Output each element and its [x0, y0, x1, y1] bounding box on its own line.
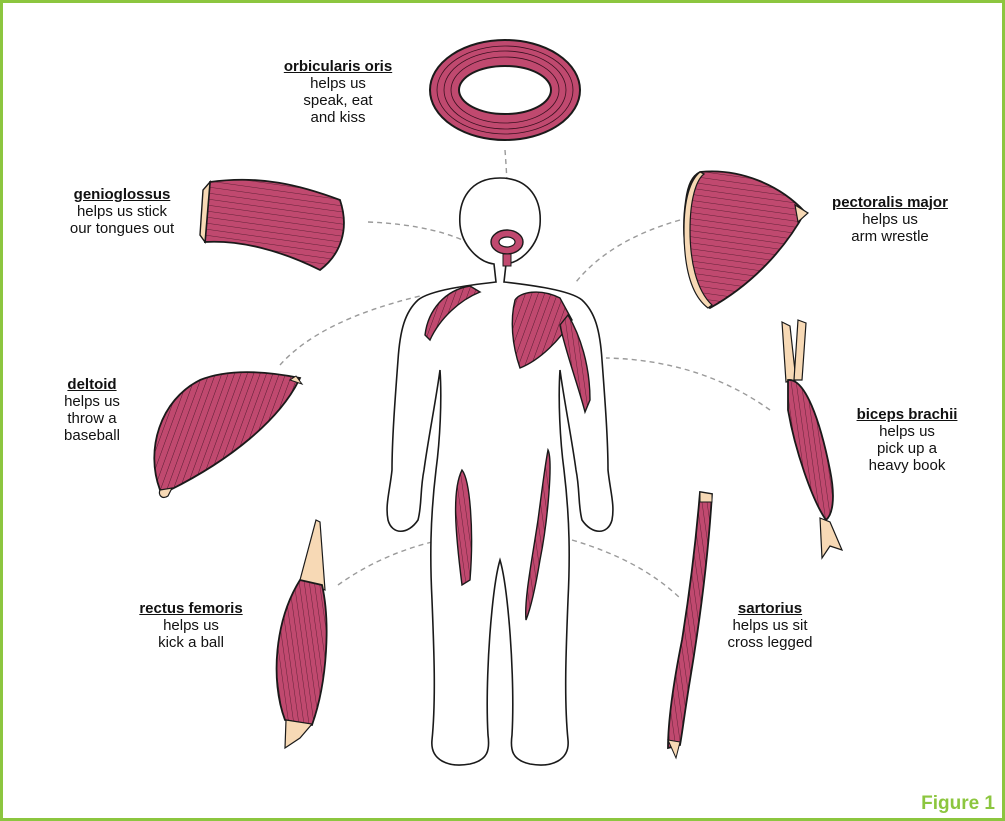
label-name: deltoid [52, 376, 132, 393]
deltoid-muscle [154, 372, 302, 497]
rectus-femoris-muscle [277, 520, 327, 748]
human-body-outline [387, 178, 613, 765]
label-description: helps us sit cross legged [705, 617, 835, 651]
label-biceps-brachii: biceps brachii helps us pick up a heavy … [842, 406, 972, 474]
label-description: helps us kick a ball [126, 617, 256, 651]
label-description: helps us stick our tongues out [52, 203, 192, 237]
label-name: biceps brachii [842, 406, 972, 423]
label-sartorius: sartorius helps us sit cross legged [705, 600, 835, 651]
label-name: rectus femoris [126, 600, 256, 617]
label-name: sartorius [705, 600, 835, 617]
genioglossus-muscle [200, 180, 344, 270]
label-description: helps us throw a baseball [52, 393, 132, 444]
biceps-brachii-muscle [782, 320, 842, 558]
leader-line-pectoralis [576, 220, 680, 282]
leader-line-rectus [338, 542, 432, 585]
pectoralis-major-muscle [684, 171, 808, 308]
label-rectus-femoris: rectus femoris helps us kick a ball [126, 600, 256, 651]
label-name: pectoralis major [815, 194, 965, 211]
label-description: helps us speak, eat and kiss [268, 75, 408, 126]
label-description: helps us pick up a heavy book [842, 423, 972, 474]
figure-caption-label: Figure 1 [921, 793, 995, 815]
leader-line-sartorius [572, 540, 680, 598]
label-genioglossus: genioglossus helps us stick our tongues … [52, 186, 192, 237]
label-description: helps us arm wrestle [815, 211, 965, 245]
orbicularis-oris-muscle [430, 40, 580, 140]
leader-line-biceps [606, 358, 770, 410]
label-orbicularis-oris: orbicularis oris helps us speak, eat and… [268, 58, 408, 126]
label-deltoid: deltoid helps us throw a baseball [52, 376, 132, 444]
label-pectoralis-major: pectoralis major helps us arm wrestle [815, 194, 965, 245]
label-name: orbicularis oris [268, 58, 408, 75]
label-name: genioglossus [52, 186, 192, 203]
